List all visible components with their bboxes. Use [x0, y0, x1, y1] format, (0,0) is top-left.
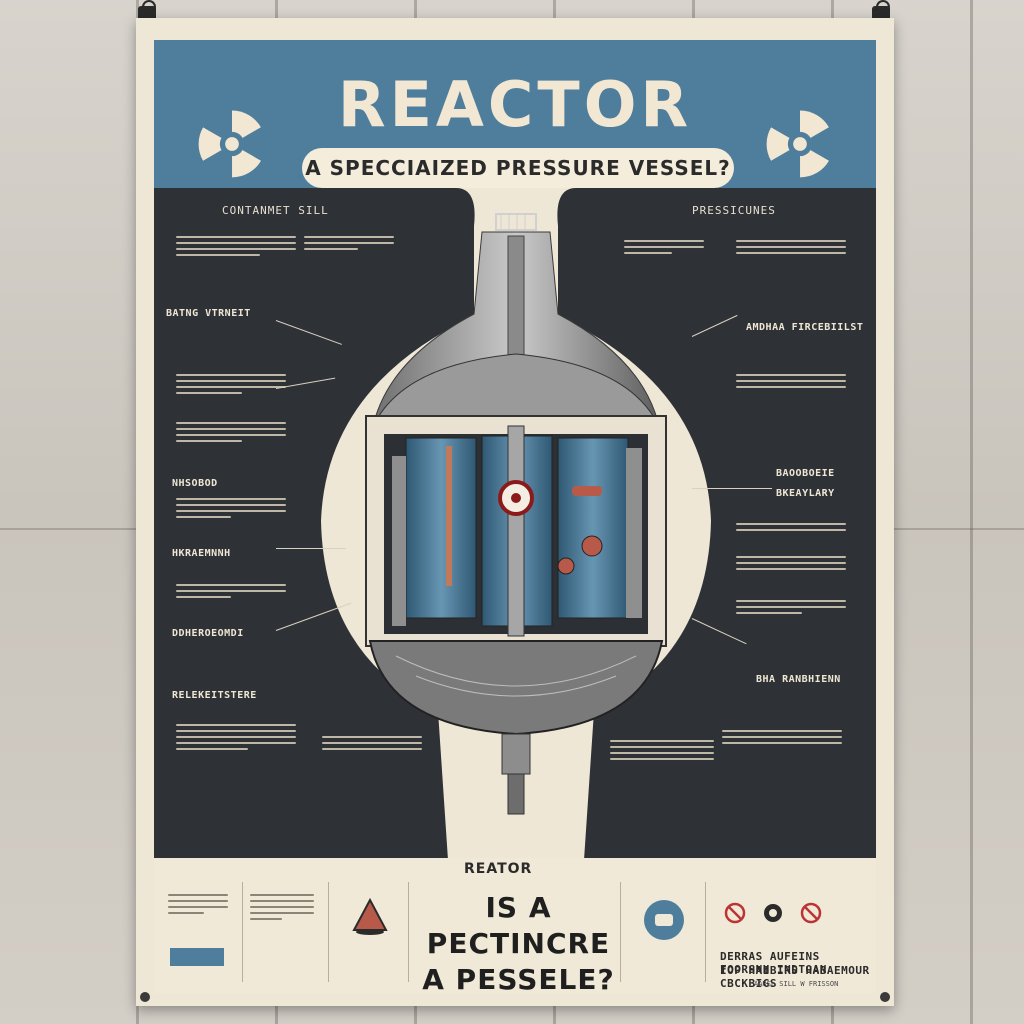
footer-column	[620, 882, 706, 982]
footer-right-line-2: IOP HAIBIRS HABAEMOUR CBCKBIGS	[720, 964, 870, 990]
footer-question-line-2: A PESSELE?	[422, 963, 615, 996]
poster-subtitle: A SPECCIAIZED PRESSURE VESSEL?	[302, 148, 734, 188]
text-block	[168, 894, 228, 918]
left-label-1: BATNG VTRNEIT	[166, 308, 251, 319]
subtitle-text: A SPECCIAIZED PRESSURE VESSEL?	[305, 156, 731, 180]
text-block	[304, 236, 394, 254]
footer-column	[328, 882, 409, 982]
footer-column	[242, 882, 329, 982]
text-block	[736, 556, 846, 574]
radiation-icon	[766, 110, 829, 178]
text-block	[722, 730, 842, 748]
text-block	[176, 498, 286, 522]
left-panel-heading: CONTANMET SILL	[222, 204, 329, 217]
right-label-1: AMDHAA FIRCEBIILST	[746, 322, 864, 333]
text-block	[736, 374, 846, 392]
radiation-icon	[198, 110, 261, 178]
no-entry-icon	[800, 902, 822, 924]
footer-question: IS A PECTINCRE A PESSELE?	[416, 890, 621, 998]
right-label-3: BKEAYLARY	[776, 488, 835, 499]
text-block	[736, 523, 846, 535]
poster-title: REACTOR	[337, 68, 693, 141]
text-block	[250, 894, 314, 924]
poster: REACTOR A SPECCIAIZED PRESSURE VESSEL?	[136, 18, 894, 1006]
text-block	[176, 236, 296, 260]
leader-line	[692, 488, 772, 489]
text-block	[736, 600, 846, 618]
poster-header: REACTOR A SPECCIAIZED PRESSURE VESSEL?	[154, 40, 876, 198]
right-panel-heading: PRESSICUNES	[692, 204, 776, 217]
target-icon	[764, 904, 782, 922]
left-label-2: NHSOBOD	[172, 478, 218, 489]
footer-kicker: REATOR	[464, 861, 533, 877]
reactor-vessel-illustration	[365, 213, 667, 815]
text-block	[176, 724, 296, 754]
footer-right-line-1: DERRAS AUFEINS FOORSNH INDTOAN	[720, 950, 827, 976]
right-label-4: BHA RANBHIENN	[756, 674, 841, 685]
text-block	[624, 240, 704, 258]
text-block	[176, 422, 286, 446]
text-block	[610, 740, 714, 764]
poster-footer: REATOR IS A PECTINCRE A PESSELE?	[154, 858, 876, 996]
warning-triangle-icon	[352, 897, 388, 935]
text-block	[736, 240, 846, 258]
blue-callout-box	[170, 948, 224, 966]
left-label-4: DDHEROEOMDI	[172, 628, 244, 639]
footer-right-small: AARSL SILL W FRISSON	[754, 980, 839, 988]
text-block	[176, 584, 286, 602]
pushpin	[880, 992, 890, 1002]
right-label-2: BAOOBOEIE	[776, 468, 835, 479]
no-entry-icon	[724, 902, 746, 924]
leader-line	[276, 548, 346, 549]
pushpin	[140, 992, 150, 1002]
left-label-5: RELEKEITSTERE	[172, 690, 257, 701]
footer-question-line-1: IS A PECTINCRE	[426, 891, 611, 960]
text-block	[322, 736, 422, 754]
footer-column	[154, 882, 243, 982]
chat-bubble-icon	[644, 900, 684, 940]
text-block	[176, 374, 286, 398]
left-label-3: HKRAEMNNH	[172, 548, 231, 559]
